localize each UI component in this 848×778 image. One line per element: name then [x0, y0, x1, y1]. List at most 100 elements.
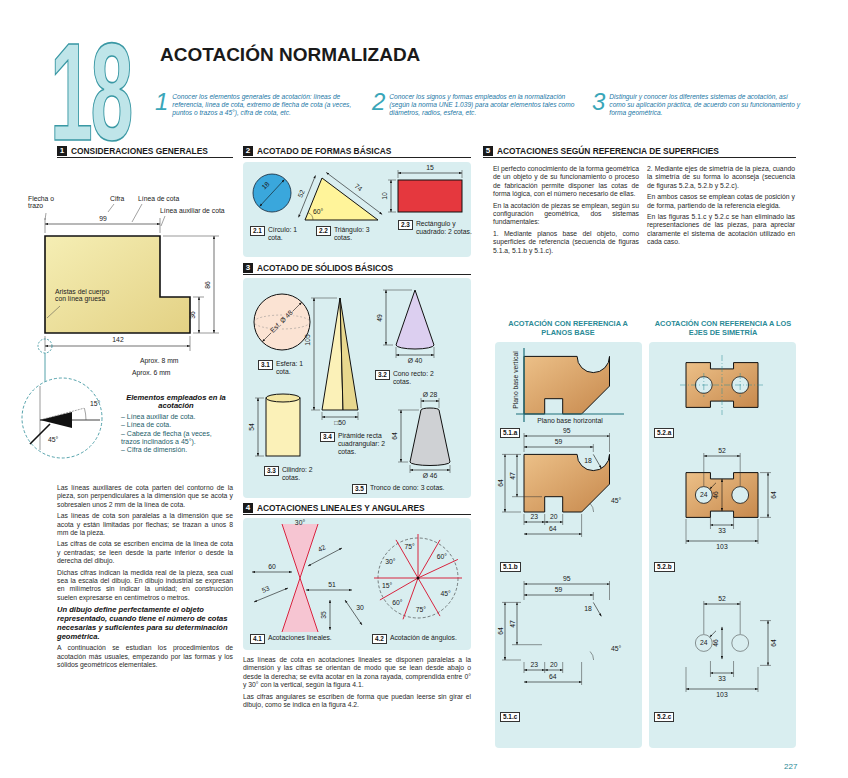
basic-shapes [391, 180, 392, 212]
node-text: – Línea auxiliar de cota. [121, 413, 231, 421]
dimension-value: 23 [531, 661, 539, 668]
dimension-value: 18 [584, 458, 592, 465]
dimension-value: 47 [509, 620, 516, 628]
node-text: Rectángulo y cuadrado: 2 cotas. [416, 220, 474, 236]
figure-caption: 3.3Cilindro: 2 cotas. [264, 466, 322, 482]
node-heading: 4 [243, 503, 253, 513]
node-heading: 5.2.a [654, 428, 674, 438]
figure-caption: 2.1Círculo: 1 cota. [250, 226, 308, 242]
node-text: ACOTADO DE SÓLIDOS BÁSICOS [257, 263, 393, 273]
figure-tag: 5.2.c [654, 712, 674, 722]
dimension-value: 75° [416, 606, 426, 613]
reference-figures [502, 433, 610, 537]
node-heading: 3 [243, 263, 253, 273]
node-text: Cilindro: 2 cotas. [282, 466, 322, 482]
linear-angular-dimensions [282, 524, 318, 578]
arrowhead-detail [38, 339, 52, 353]
dimension-value: Ø 28 [423, 391, 438, 398]
node-text: Distinguir y conocer los diferentes sist… [609, 90, 804, 117]
node-heading: 3.3 [264, 466, 279, 476]
node-heading: 5.1.a [500, 428, 520, 438]
elements-box: Elementos empleados en la acotación – Lín… [118, 392, 234, 457]
plane-label: Plano base horizontal [537, 417, 602, 424]
basic-solids [266, 398, 300, 456]
dimension-value: 52 [718, 447, 726, 454]
dimension-value: 86 [205, 281, 212, 289]
dimension-value: 64 [771, 491, 778, 499]
body-paragraph: A continuación se estudian los procedimi… [57, 644, 233, 669]
callout-label: Línea auxiliar de cota [160, 207, 225, 214]
node-text: – Cabeza de flecha (a veces, trazos incl… [121, 430, 231, 447]
reference-figures [502, 581, 610, 685]
linear-angular-dimensions [282, 524, 318, 632]
dimension-value: 103 [716, 691, 727, 698]
node-heading: 3 [592, 90, 605, 114]
node-heading: Elementos empleados en la acotación [121, 394, 231, 411]
dimension-value: 64 [549, 525, 557, 532]
dimension-value: 105 [305, 334, 312, 345]
node-text: Círculo: 1 cota. [268, 226, 308, 242]
linear-angular-dimensions [374, 534, 462, 619]
dimension-value: 36 [190, 311, 197, 319]
figure-tag: 5.1.b [500, 562, 521, 572]
figure-heading: ACOTACIÓN CON REFERENCIA A PLANOS BASE [495, 319, 641, 337]
body-paragraph: Las cifras angulares se escriben de form… [243, 693, 471, 710]
basic-solids [410, 408, 450, 466]
dimension-value: 18 [584, 606, 592, 613]
callout-label: Aprox. 8 mm [140, 357, 179, 364]
basic-solids [322, 417, 358, 418]
reference-figures [495, 342, 642, 748]
linear-angular-dimensions [243, 518, 471, 650]
page-title: ACOTACIÓN NORMALIZADA [160, 44, 420, 66]
body-paragraph: Las líneas auxiliares de cota parten del… [57, 484, 233, 509]
objective-box: 2Conocer los signos y formas empleados e… [372, 90, 582, 117]
node-heading: 5.1.c [500, 712, 520, 722]
dimension-value: 51 [328, 581, 336, 588]
dimension-value: 20 [550, 513, 558, 520]
dimension-value: 59 [555, 438, 563, 445]
dimension-value: 75° [405, 544, 415, 551]
body-paragraph: Las líneas de cota en acotaciones lineal… [243, 656, 471, 690]
node-heading: 5.2.c [654, 712, 674, 722]
node-text: ACOTACIONES LINEALES Y ANGULARES [257, 503, 425, 513]
arrowhead-detail [40, 408, 84, 420]
section-header: 3 ACOTADO DE SÓLIDOS BÁSICOS [243, 263, 471, 275]
figure-tag: 5.1.c [500, 712, 520, 722]
objective-box: 1Conocer los elementos generales de acot… [155, 90, 360, 117]
body-paragraph: 2. Mediante ejes de simetría de la pieza… [647, 165, 795, 190]
dimension-value: □50 [334, 419, 346, 426]
page-number: 227 [784, 763, 797, 772]
dimension-value: 45° [48, 436, 58, 443]
basic-shapes [260, 180, 285, 207]
text-column: 2. Mediante ejes de simetría de la pieza… [647, 165, 795, 250]
basic-solids [410, 470, 450, 471]
section-header: 2ACOTADO DE FORMAS BÁSICAS [243, 146, 471, 158]
node-text: – Línea de cota. [121, 421, 231, 429]
dimension-value: Ø 40 [408, 357, 423, 364]
node-text: Pirámide recta cuadrangular: 2 cotas. [338, 432, 388, 457]
basic-solids [243, 278, 471, 498]
node-heading: 2.1 [250, 226, 265, 236]
dimension-value: 95 [563, 427, 571, 434]
body-paragraph: En las figuras 5.1.c y 5.2.c se han elim… [647, 213, 795, 247]
dimension-value: 30° [385, 559, 395, 566]
dimensioning-example [45, 218, 219, 351]
dimension-value: 30 [356, 605, 364, 612]
basic-shapes [398, 173, 462, 174]
dimension-value: 103 [716, 543, 727, 550]
dimension-value: 95 [563, 575, 571, 582]
figure-caption: 4.2Acotación de ángulos. [372, 634, 457, 644]
dimension-value: 15° [90, 400, 100, 407]
text-column: Las líneas de cota en acotaciones lineal… [243, 656, 471, 712]
dimension-value: 64 [771, 639, 778, 647]
figure-heading: ACOTACIÓN CON REFERENCIA A LOS EJES DE S… [649, 319, 797, 337]
body-paragraph: Las cifras de cota se escriben encima de… [57, 540, 233, 565]
arrowhead-detail [45, 353, 46, 382]
figure-tag: 5.1.a [500, 428, 520, 438]
arrowhead-detail [40, 386, 41, 450]
node-heading: 3.5 [352, 484, 367, 494]
basic-solids [254, 294, 310, 350]
basic-shapes [326, 172, 382, 214]
basic-shapes [253, 174, 291, 212]
dimension-value: 60° [437, 553, 447, 560]
